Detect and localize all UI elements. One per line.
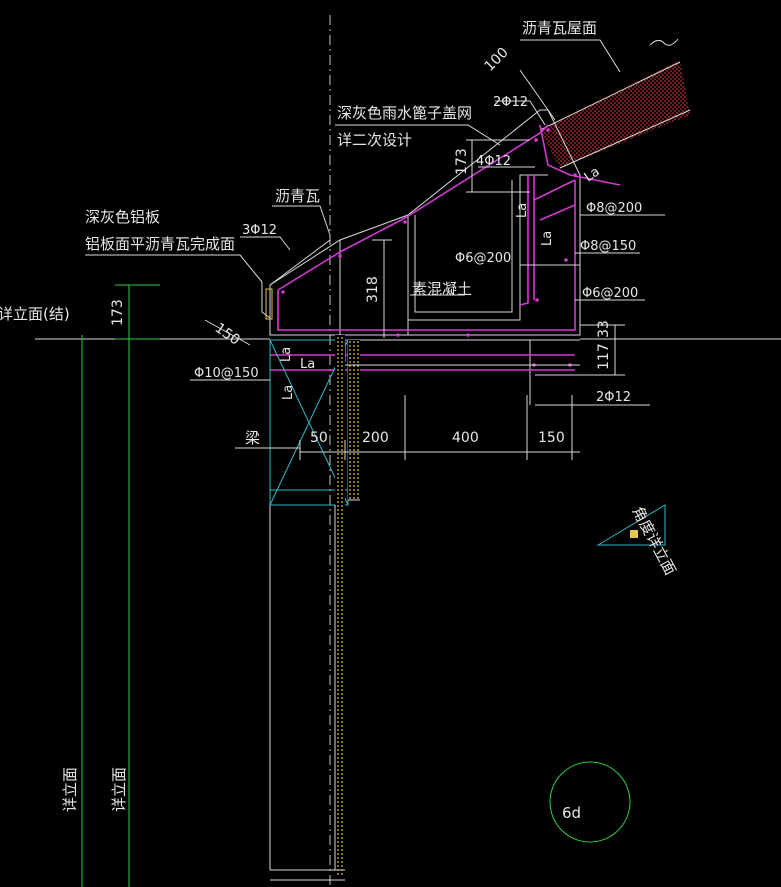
label-secondary-design: 详二次设计	[337, 131, 412, 149]
anchor-la-3: La	[281, 385, 296, 400]
anchor-la-6: La	[582, 164, 603, 185]
rebar-phi8-150: Φ8@150	[580, 239, 636, 254]
rebar-phi6-200-right: Φ6@200	[582, 286, 638, 301]
rebar-top-2phi12: 2Φ12	[493, 95, 528, 110]
label-detail-id: 6d	[562, 804, 581, 822]
leader-lines	[85, 39, 665, 449]
dim-50: 50	[310, 430, 328, 446]
rebar-4phi12: 4Φ12	[476, 154, 511, 169]
label-aluminum-panel: 深灰色铝板	[85, 208, 160, 226]
rebar-phi6-200-middle: Φ6@200	[455, 251, 511, 266]
anchor-la-2: La	[279, 347, 294, 362]
slope-triangle	[596, 504, 666, 546]
label-asphalt-tile: 沥青瓦	[275, 187, 320, 205]
rebar-bottom-2phi12: 2Φ12	[596, 390, 631, 405]
label-facade-b: 详立面	[110, 767, 128, 812]
dimension-lines	[204, 69, 625, 460]
rebar-phi8-200: Φ8@200	[586, 201, 642, 216]
roof-tile-hatch	[539, 38, 691, 169]
dim-100: 100	[482, 45, 512, 75]
anchor-la-1: La	[300, 357, 315, 372]
dim-173-left: 173	[110, 299, 126, 326]
anchor-la-4: La	[515, 203, 530, 218]
label-roof-tile: 沥青瓦屋面	[522, 19, 597, 37]
rebar-dots	[281, 128, 577, 367]
dim-33: 33	[596, 320, 612, 338]
label-facade-structure: 详立面(结)	[0, 305, 70, 323]
dim-400: 400	[452, 430, 479, 446]
dim-173-top: 173	[454, 148, 470, 175]
label-aluminum-finish: 铝板面平沥青瓦完成面	[85, 235, 235, 253]
rebar-3phi12: 3Φ12	[242, 223, 277, 238]
dim-150: 150	[538, 430, 565, 446]
label-plain-concrete: 素混凝土	[412, 280, 472, 298]
gutter-cavity	[407, 174, 548, 321]
label-gutter-cover: 深灰色雨水篦子盖网	[337, 104, 472, 122]
anchor-la-5: La	[540, 231, 555, 246]
dim-200: 200	[362, 430, 389, 446]
detail-marker-circle	[549, 761, 631, 843]
wall-column	[269, 335, 580, 881]
dim-117: 117	[596, 343, 612, 370]
aluminum-panel	[261, 282, 273, 320]
rebar-phi10-150: Φ10@150	[194, 366, 259, 381]
dim-150-diagonal: 150	[212, 320, 243, 348]
facade-reference-lines	[81, 284, 160, 887]
label-facade-a: 详立面	[61, 767, 79, 812]
label-beam: 梁	[245, 429, 260, 447]
dim-318: 318	[365, 276, 381, 303]
label-slope-note: 角度详立面	[628, 503, 679, 578]
